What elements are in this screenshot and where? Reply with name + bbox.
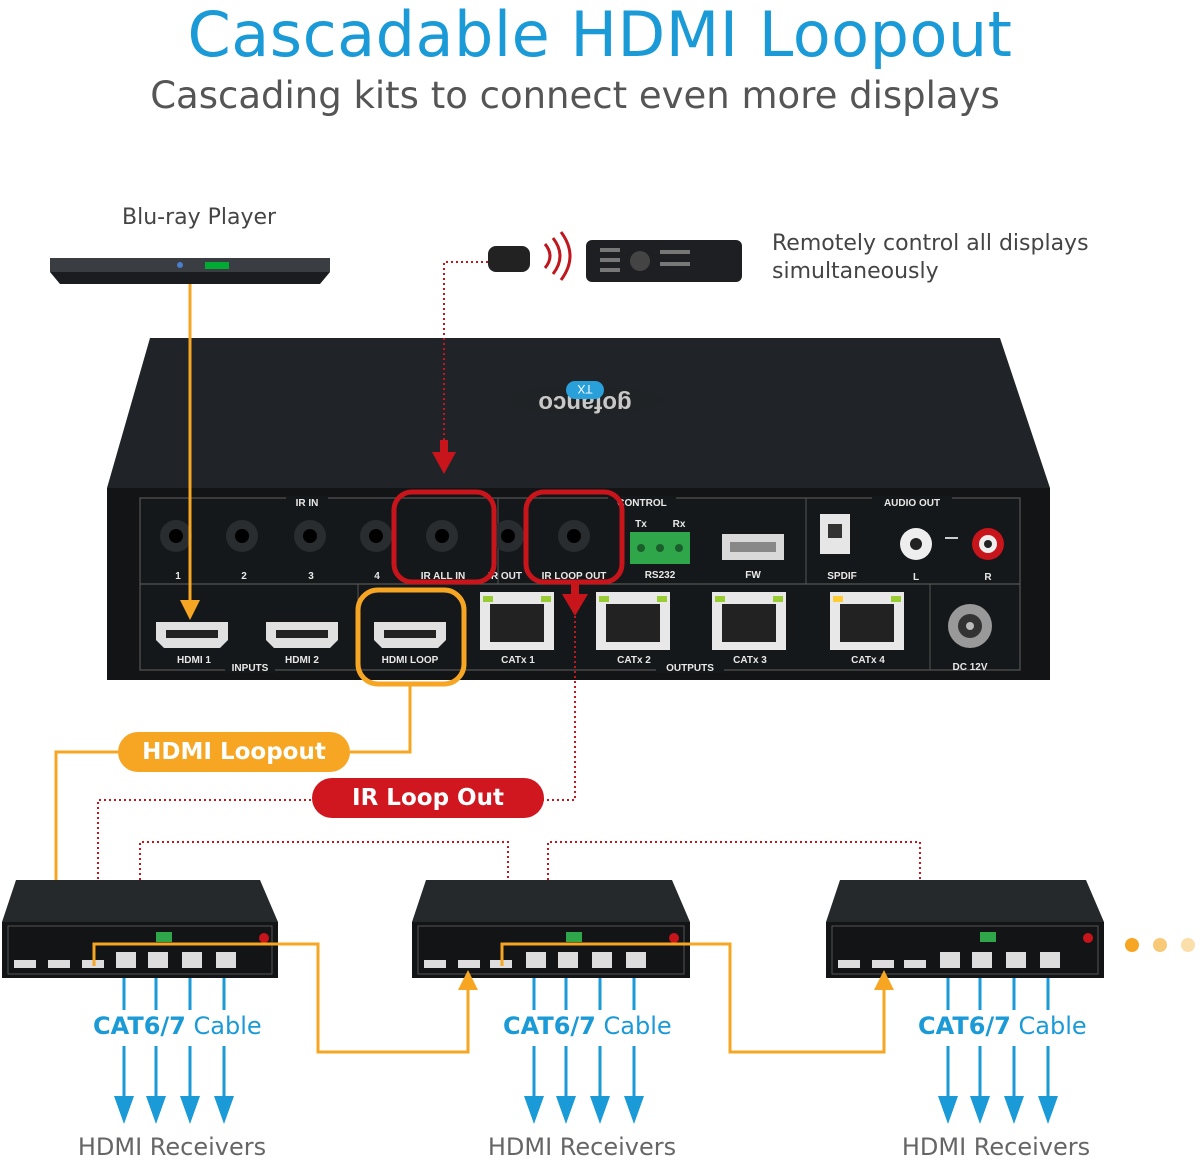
fw-label: FW [745,570,761,581]
receivers-label-1: HDMI Receivers [77,1133,267,1161]
ir-all-in-highlight [391,489,497,585]
ir-all-in-label: IR ALL IN [421,571,465,582]
outputs-header: OUTPUTS [666,663,714,674]
ir-loop-out-label: IR LOOP OUT [542,571,607,582]
ir-in-header: IR IN [296,498,319,509]
catx-4-label: CATx 4 [851,655,885,666]
ir-port-1-label: 1 [175,571,181,582]
cascade-device-3 [826,880,1104,978]
rs232-label: RS232 [645,570,676,581]
hdmi-loopout-callout: HDMI Loopout [118,732,350,772]
blue-cable-arrows [122,978,1050,1100]
page-subtitle: Cascading kits to connect even more disp… [150,74,1000,117]
hdmi-loop-label: HDMI LOOP [382,655,439,666]
ir-port-4-label: 4 [374,571,380,582]
control-header: CONTROL [617,498,666,509]
ir-loop-out-callout: IR Loop Out [312,778,544,818]
remote-caption-line2: simultaneously [772,259,939,284]
ir-loop-arrow-icon [562,594,588,616]
hdmi-1-label: HDMI 1 [177,655,211,666]
catx-2-label: CATx 2 [617,655,651,666]
cable-label-1: CAT6/7 Cable [93,1012,262,1040]
ir-out-label: IR OUT [488,571,522,582]
ir-receiver-icon [488,231,572,281]
spdif-label: SPDIF [827,571,856,582]
more-dot-icon [1125,938,1139,952]
page-title: Cascadable HDMI Loopout [187,0,1013,71]
rj45-port-icons [480,592,904,650]
remote-control-icon [586,240,742,282]
hdmi-port-icons [156,622,446,648]
audio-r-label: R [984,572,992,583]
bluray-player-icon [50,258,330,284]
rs232-rx-label: Rx [673,519,686,530]
ir-in-arrow-icon [432,452,456,474]
cable-label-3: CAT6/7 Cable [918,1012,1087,1040]
receivers-label-3: HDMI Receivers [901,1133,1091,1161]
ir-port-2-label: 2 [241,571,247,582]
remote-caption-line1: Remotely control all displays [772,231,1089,256]
audio-l-label: L [913,572,919,583]
inputs-header: INPUTS [232,663,269,674]
audio-out-header: AUDIO OUT [884,498,940,509]
catx-1-label: CATx 1 [501,655,535,666]
bluray-label: Blu-ray Player [122,205,277,230]
cascade-device-1 [2,880,278,978]
dc-label: DC 12V [952,662,987,673]
rs232-tx-label: Tx [635,519,647,530]
ir-port-3-label: 3 [308,571,314,582]
receivers-label-2: HDMI Receivers [487,1133,677,1161]
cable-label-2: CAT6/7 Cable [503,1012,672,1040]
cascade-device-2 [412,880,690,978]
model-badge: TX [577,382,592,396]
catx-3-label: CATx 3 [733,655,767,666]
hdmi-2-label: HDMI 2 [285,655,319,666]
ir-jacks [160,520,590,552]
